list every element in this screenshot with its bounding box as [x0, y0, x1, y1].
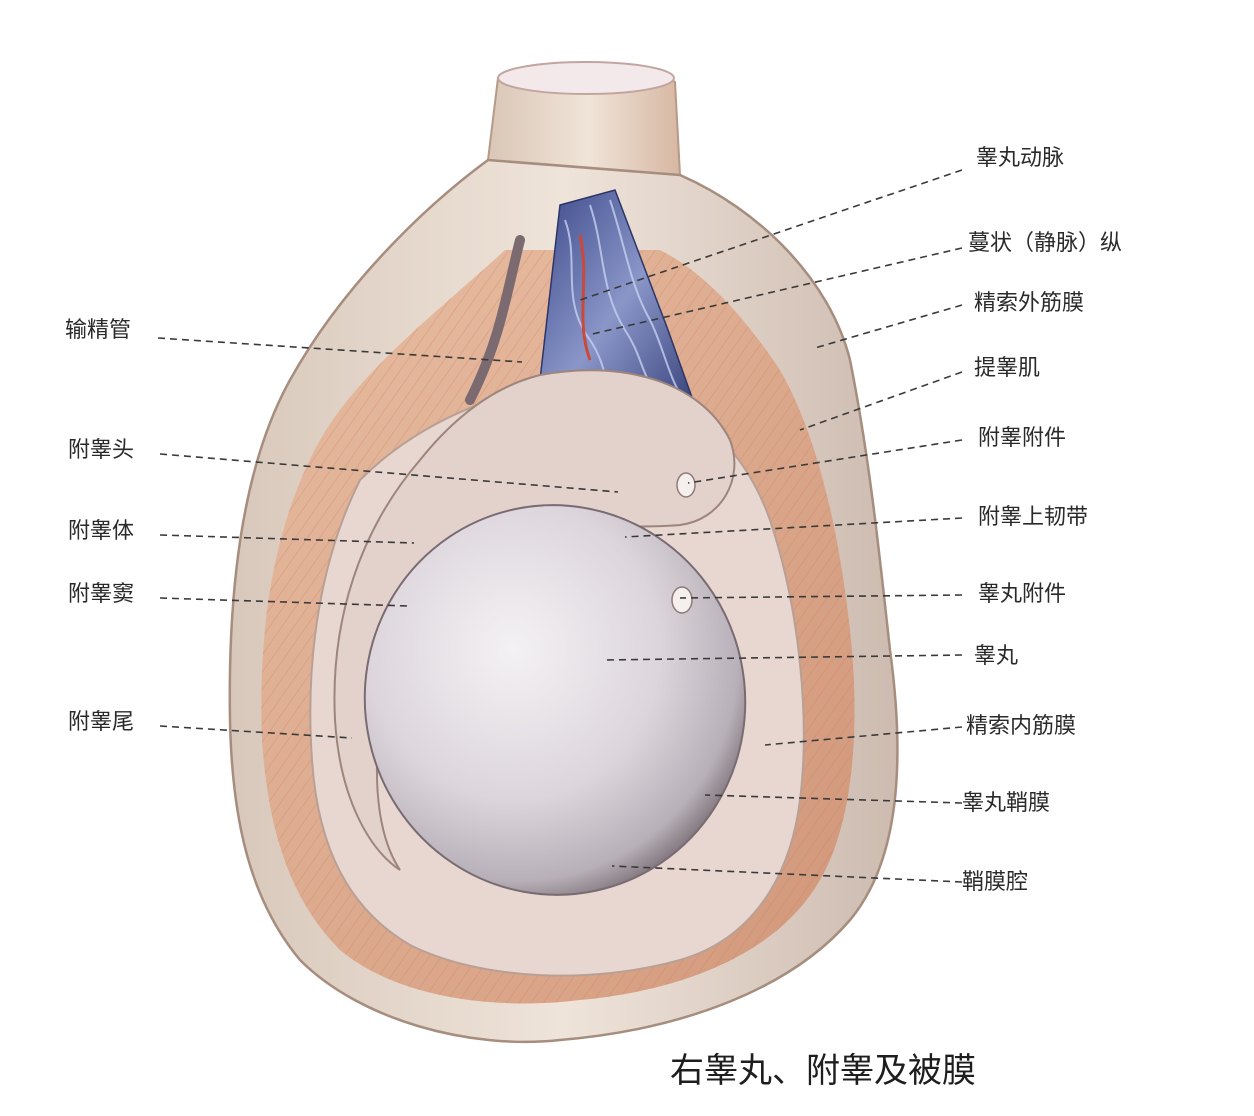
label-appendix-testis: 睾丸附件	[978, 582, 1066, 607]
vas-deferens-drawing	[465, 235, 525, 405]
testis-drawing	[363, 504, 747, 896]
label-superior-epididymal-ligament: 附睾上韧带	[978, 505, 1088, 530]
appendix-epididymis-drawing	[676, 472, 696, 498]
label-epididymis-head: 附睾头	[68, 438, 134, 463]
label-cavity-tunica-vaginalis: 鞘膜腔	[962, 870, 1028, 895]
illustration	[228, 61, 899, 1044]
labels-right: 睾丸动脉 蔓状（静脉）纵 精索外筋膜 提睾肌 附睾附件 附睾上韧带 睾丸附件 睾…	[962, 146, 1122, 895]
label-tunica-vaginalis: 睾丸鞘膜	[962, 791, 1050, 816]
labels-left: 输精管 附睾头 附睾体 附睾窦 附睾尾	[65, 318, 134, 735]
label-cremaster: 提睾肌	[974, 356, 1040, 381]
label-testicular-artery: 睾丸动脉	[976, 146, 1064, 171]
label-internal-spermatic-fascia: 精索内筋膜	[966, 714, 1076, 739]
leader-lines	[157, 169, 963, 883]
cord-cut-surface	[497, 61, 675, 95]
label-epididymis-tail: 附睾尾	[68, 710, 134, 735]
label-appendix-epididymis: 附睾附件	[978, 426, 1066, 451]
label-external-spermatic-fascia: 精索外筋膜	[974, 291, 1084, 316]
appendix-testis-drawing	[671, 586, 693, 614]
label-epididymis-body: 附睾体	[68, 519, 134, 544]
label-vas-deferens: 输精管	[65, 318, 131, 343]
label-epididymal-sinus: 附睾窦	[68, 582, 134, 607]
label-testis: 睾丸	[974, 644, 1018, 669]
label-pampiniform-plexus: 蔓状（静脉）纵	[968, 231, 1122, 256]
figure-title: 右睾丸、附睾及被膜	[670, 1051, 976, 1091]
